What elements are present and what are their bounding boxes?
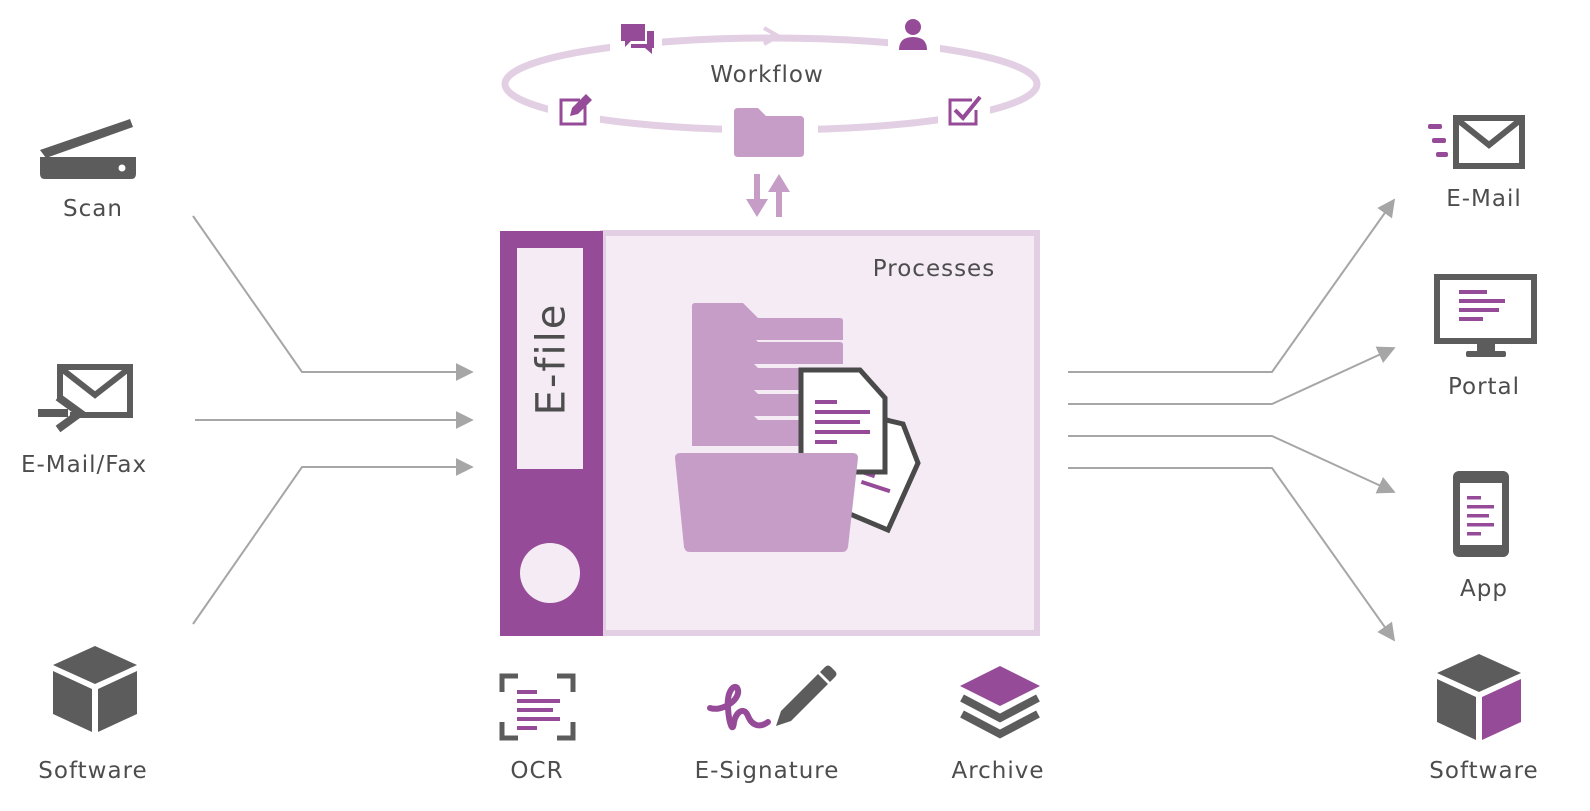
input-connectors bbox=[192, 215, 474, 625]
connector-email-out bbox=[1068, 198, 1396, 373]
efile-label-box: E-file bbox=[520, 252, 582, 466]
inbound-mail-icon bbox=[38, 364, 133, 433]
output-label-app: App bbox=[1460, 576, 1508, 602]
ocr-scan-icon bbox=[499, 673, 576, 741]
service-label-e-signature: E-Signature bbox=[694, 758, 840, 784]
chat-bubbles-icon bbox=[621, 24, 654, 54]
connector-scan bbox=[192, 215, 474, 381]
service-label-ocr: OCR bbox=[510, 758, 564, 784]
edit-icon bbox=[559, 94, 592, 126]
output-label-email: E-Mail bbox=[1446, 186, 1522, 212]
connector-software-out bbox=[1068, 467, 1396, 642]
document-folder-stack-icon bbox=[675, 303, 921, 552]
monitor-icon bbox=[1434, 274, 1537, 357]
connector-software-in bbox=[192, 458, 474, 625]
user-icon bbox=[899, 19, 927, 50]
output-label-software: Software bbox=[1429, 758, 1539, 784]
layers-stack-icon bbox=[960, 666, 1040, 739]
sync-arrows-icon bbox=[746, 174, 790, 217]
scanner-icon bbox=[40, 119, 136, 179]
efile-label: E-file bbox=[528, 302, 574, 416]
input-label-software: Software bbox=[38, 758, 148, 784]
service-label-archive: Archive bbox=[951, 758, 1045, 784]
input-label-scan: Scan bbox=[63, 196, 123, 222]
input-label-email-fax: E-Mail/Fax bbox=[20, 452, 148, 478]
check-square-icon bbox=[948, 95, 982, 126]
tablet-icon bbox=[1453, 471, 1509, 557]
workflow-label: Workflow bbox=[710, 62, 824, 88]
workflow-folder-icon bbox=[734, 108, 804, 157]
output-label-portal: Portal bbox=[1447, 374, 1521, 400]
signature-pen-icon bbox=[707, 665, 837, 731]
output-connectors bbox=[1068, 198, 1396, 642]
software-box-icon-output bbox=[1437, 654, 1521, 740]
processes-label: Processes bbox=[872, 256, 996, 282]
connector-app bbox=[1068, 435, 1396, 494]
outbound-mail-icon bbox=[1428, 115, 1525, 169]
software-box-icon-input bbox=[53, 646, 137, 732]
connector-portal bbox=[1068, 346, 1396, 405]
